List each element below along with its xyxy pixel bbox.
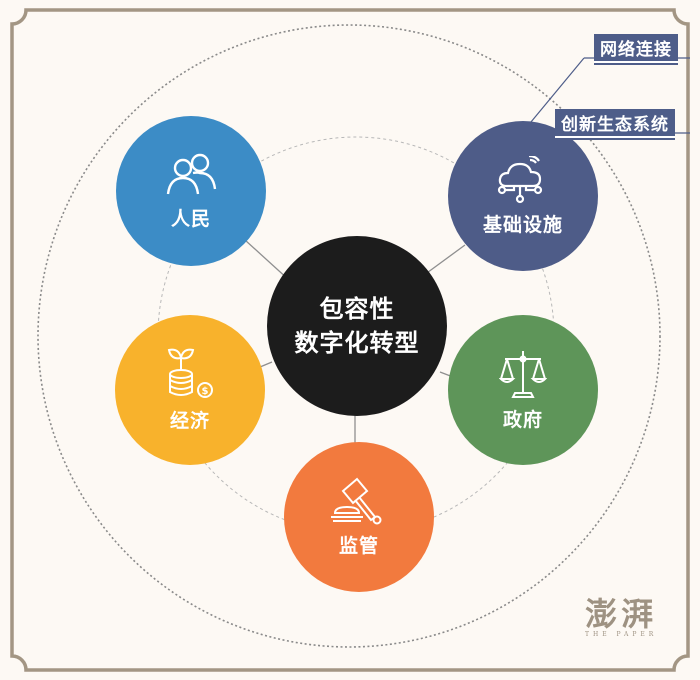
cloud-network-icon <box>497 155 543 203</box>
coins-sprout-icon: $ <box>167 348 213 398</box>
node-economy: $ 经济 <box>115 315 265 465</box>
node-label: 基础设施 <box>482 213 563 236</box>
center-node: 包容性 数字化转型 <box>267 236 447 416</box>
frame-border <box>10 8 690 672</box>
the-paper-logo: 澎湃 THE PAPER <box>585 596 657 638</box>
svg-text:$: $ <box>202 386 209 397</box>
outer-dotted-ring <box>37 24 661 648</box>
gavel-icon <box>331 477 382 524</box>
callout-innovation-ecosystem: 创新生态系统 <box>555 109 675 138</box>
node-government: 政府 <box>448 315 598 465</box>
node-people: 人民 <box>116 116 266 266</box>
node-label: 政府 <box>502 408 543 431</box>
center-title-line-1: 包容性 <box>319 295 395 323</box>
people-icon <box>166 153 217 194</box>
scales-icon <box>499 350 547 398</box>
node-infrastructure: 基础设施 <box>448 121 598 271</box>
node-label: 监管 <box>338 534 379 557</box>
center-title-line-2: 数字化转型 <box>294 329 420 357</box>
node-label: 人民 <box>170 207 211 230</box>
logo-chinese: 澎湃 <box>585 595 658 633</box>
logo-english: THE PAPER <box>585 631 658 638</box>
node-regulation: 监管 <box>284 442 434 592</box>
node-label: 经济 <box>169 409 210 432</box>
callout-network-connection: 网络连接 <box>594 34 678 63</box>
center-title: 包容性 数字化转型 <box>295 292 420 360</box>
